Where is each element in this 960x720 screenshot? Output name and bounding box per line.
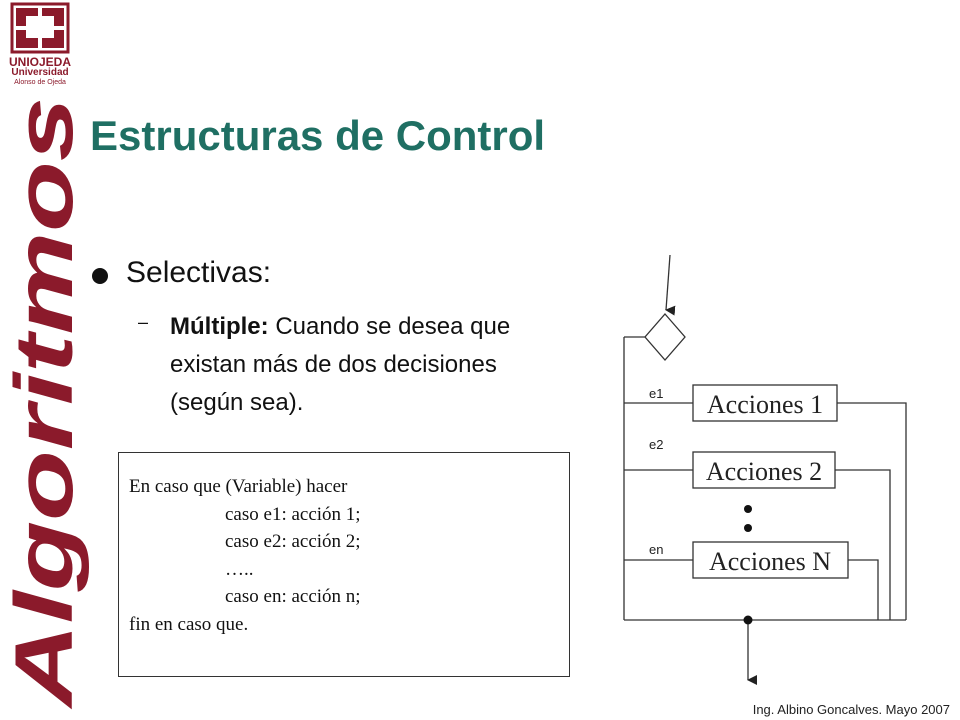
action-label-n: Acciones N	[709, 547, 831, 576]
action-box-1	[692, 384, 838, 422]
ellipsis-dot-2	[744, 524, 752, 532]
logo-line-3: Alonso de Ojeda	[14, 79, 66, 86]
action-label-2: Acciones 2	[706, 457, 822, 486]
vertical-title: Algoritmos	[0, 97, 90, 710]
return-line-n	[848, 559, 879, 620]
vertical-title-banner: Algoritmos	[0, 97, 90, 710]
branch-label-e2: e2	[649, 437, 663, 452]
junction-dot	[743, 615, 753, 625]
decision-diamond	[644, 313, 686, 361]
bullet-text: Selectivas:	[126, 256, 272, 289]
sub-bullet-dash: –	[138, 312, 149, 332]
flowchart-diagram: Acciones 1 Acciones 2 Acciones N e1 e2 e…	[623, 254, 907, 685]
logo-line-1: UNIOJEDA	[8, 55, 71, 69]
branch-label-e1: e1	[649, 386, 663, 401]
pseudocode-box: En caso que (Variable) hacer caso e1: ac…	[118, 452, 570, 677]
action-box-n	[692, 541, 849, 579]
sub-bullet-text: Cuando se desea que existan más de dos d…	[170, 313, 511, 416]
code-line: caso e2: acción 2;	[225, 531, 361, 552]
bullet-dot-icon	[92, 268, 108, 284]
logo-line-2: Universidad	[11, 67, 69, 78]
ellipsis-dot-1	[744, 505, 752, 513]
code-line: fin en caso que.	[129, 613, 249, 635]
code-line: En caso que (Variable) hacer	[129, 476, 348, 497]
return-line-2	[835, 469, 891, 620]
logo-emblem-icon	[10, 2, 70, 54]
code-line: caso en: acción n;	[225, 586, 361, 607]
code-line: …..	[225, 558, 254, 580]
action-label-1: Acciones 1	[707, 390, 823, 419]
return-line-1	[837, 402, 907, 620]
sub-bullet-label: Múltiple:	[170, 313, 269, 340]
university-logo: UNIOJEDA Universidad Alonso de Ojeda	[6, 2, 74, 87]
code-line: caso e1: acción 1;	[225, 503, 361, 525]
page-title: Estructuras de Control	[90, 112, 546, 159]
footer-credit: Ing. Albino Goncalves. Mayo 2007	[752, 702, 950, 717]
entry-arrow	[665, 254, 676, 316]
action-box-2	[692, 451, 836, 489]
branch-label-en: en	[649, 542, 663, 557]
sub-bullet: Múltiple: Cuando se desea que existan má…	[170, 308, 570, 422]
